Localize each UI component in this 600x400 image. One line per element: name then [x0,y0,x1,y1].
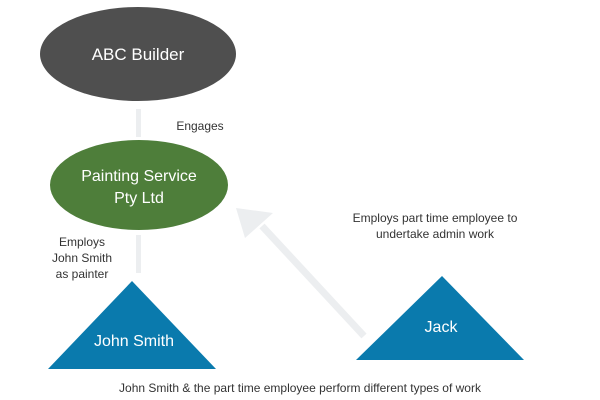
edge-label-employs-john: Employs John Smith as painter [40,234,124,282]
node-painting-service[interactable] [50,140,228,230]
connector-builder-company [136,109,141,137]
footer-note: John Smith & the part time employee perf… [119,381,481,395]
node-painting-service-label-1: Painting Service [81,168,197,185]
node-john-smith-label: John Smith [94,333,174,350]
node-john-smith[interactable] [48,281,216,369]
node-jack-label: Jack [425,319,459,336]
arrowhead-icon [236,208,273,238]
node-jack[interactable] [356,276,524,360]
edge-label-employs-john-line-2: John Smith [51,251,113,265]
node-abc-builder[interactable] [40,7,236,101]
node-painting-service-label-2: Pty Ltd [114,190,164,207]
edge-label-employs-part-time-line-1: Employs part time employee to [352,211,518,225]
edge-label-employs-john-line-3: as painter [55,267,109,281]
connector-company-john [136,235,141,273]
arrow-jack-to-company [236,208,367,339]
node-abc-builder-label: ABC Builder [92,45,185,64]
edge-label-employs-part-time: Employs part time employee to undertake … [330,210,540,242]
edge-label-engages: Engages [176,119,224,133]
edge-label-employs-part-time-line-2: undertake admin work [375,227,495,241]
edge-label-employs-john-line-1: Employs [58,235,105,249]
